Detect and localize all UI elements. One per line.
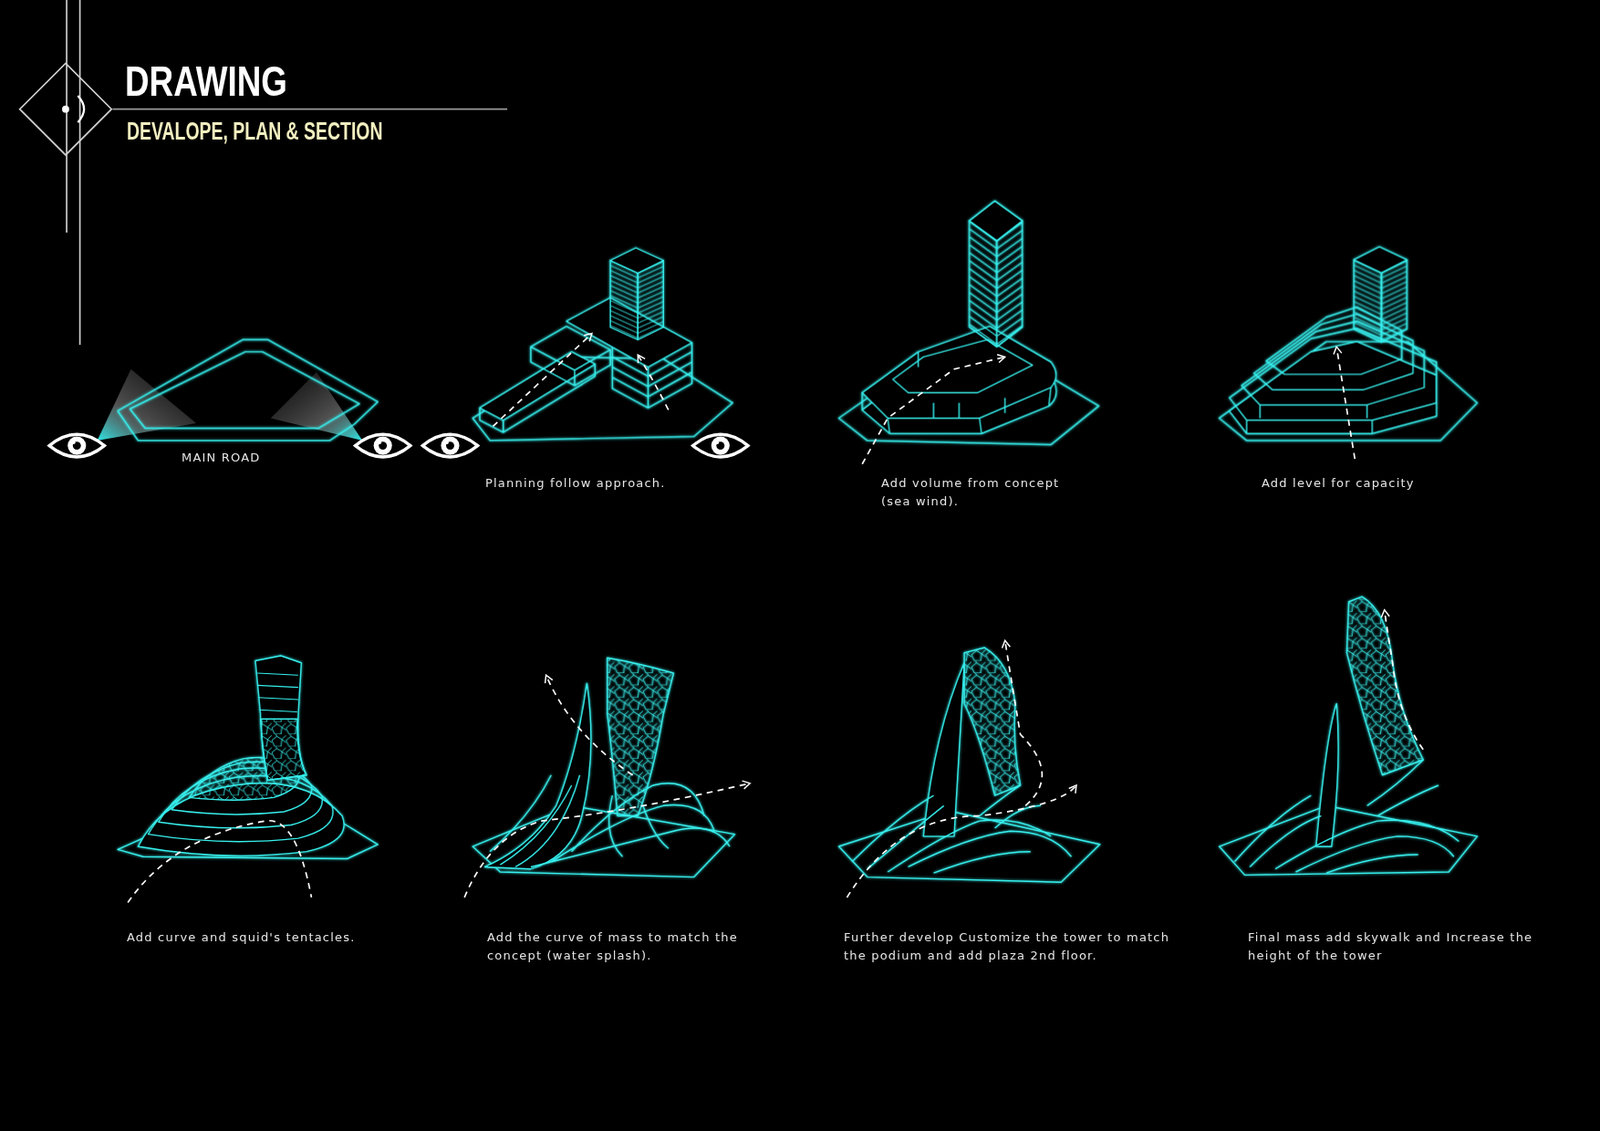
step-caption: Add curve and squid's tentacles. [126, 928, 356, 947]
header-ornament [20, 0, 508, 345]
massing-step-8 [1219, 596, 1478, 875]
page-title: DRAWING [124, 60, 288, 103]
massing-step-4 [1219, 247, 1478, 441]
viewpoint-eye [49, 434, 749, 458]
step-caption: Final mass add skywalk and Increase the … [1247, 928, 1549, 966]
view-cone [97, 369, 197, 441]
step-caption: Add the curve of mass to match the conce… [487, 928, 798, 966]
page-subtitle: DEVALOPE, PLAN & SECTION [126, 119, 383, 145]
view-cone [270, 372, 364, 441]
road-label: MAIN ROAD [181, 448, 261, 468]
flow-arrow [127, 333, 1424, 904]
step-caption: Planning follow approach. [485, 474, 666, 493]
site-outline [117, 339, 378, 441]
step-caption: Add level for capacity [1261, 474, 1415, 493]
massing-step-3 [838, 200, 1099, 445]
massing-step-7 [838, 647, 1100, 883]
step-caption: Add volume from concept (sea wind). [881, 474, 1064, 511]
massing-step-5 [117, 655, 378, 860]
massing-step-6 [472, 657, 735, 877]
step-caption: Further develop Customize the tower to m… [843, 928, 1191, 966]
massing-step-2 [472, 248, 733, 441]
